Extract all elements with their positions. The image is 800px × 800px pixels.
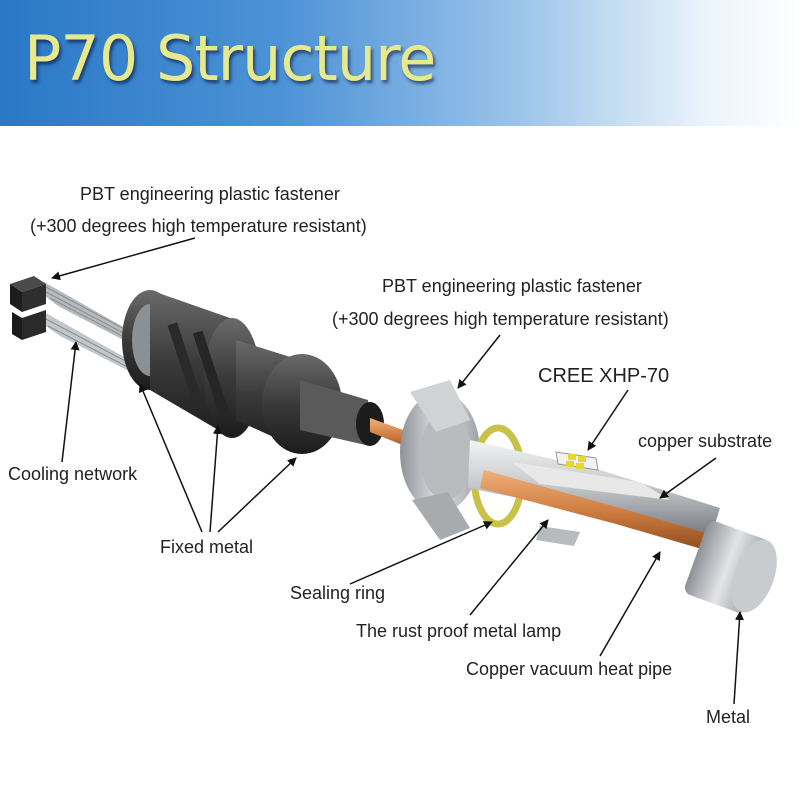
arrow-fixed-metal-3 (217, 457, 297, 533)
label-fixed-metal: Fixed metal (160, 537, 254, 557)
copper-substrate-part (512, 462, 670, 500)
fixed-metal-part (122, 290, 420, 454)
label-metal: Metal (706, 707, 751, 727)
label-pbt-right-line1: PBT engineering plastic fastener (382, 276, 642, 296)
page-title: P70 Structure (24, 22, 436, 95)
arrow-fixed-metal-2 (209, 425, 222, 533)
arrow-rust-proof (469, 519, 549, 616)
label-pbt-right-line2: (+300 degrees high temperature resistant… (332, 309, 669, 329)
arrow-pbt-left (51, 237, 196, 281)
label-sealing-ring: Sealing ring (290, 583, 386, 603)
arrow-cree (587, 389, 629, 451)
label-copper-substrate: copper substrate (638, 431, 773, 451)
arrow-heat-pipe (599, 551, 661, 657)
label-pbt-left-line1: PBT engineering plastic fastener (80, 184, 340, 204)
pbt-fastener-left-part (10, 276, 46, 340)
label-heat-pipe: Copper vacuum heat pipe (466, 659, 673, 679)
pbt-fastener-right-part (400, 380, 480, 540)
lamp-body-part (468, 440, 720, 552)
label-cree: CREE XHP-70 (538, 365, 670, 387)
copper-heat-pipe-part (480, 470, 716, 552)
label-cooling-network: Cooling network (8, 464, 138, 484)
arrow-sealing-ring (349, 521, 493, 585)
arrow-pbt-right (457, 334, 501, 389)
label-rust-proof: The rust proof metal lamp (356, 621, 562, 641)
arrow-fixed-metal-1 (138, 383, 203, 533)
arrow-copper-substrate (659, 457, 717, 499)
arrow-cooling-network (61, 341, 80, 463)
arrow-metal (733, 611, 744, 705)
label-pbt-left-line2: (+300 degrees high temperature resistant… (30, 216, 367, 236)
title-banner: P70 Structure (0, 0, 800, 126)
metal-end-cap-part (684, 521, 777, 613)
